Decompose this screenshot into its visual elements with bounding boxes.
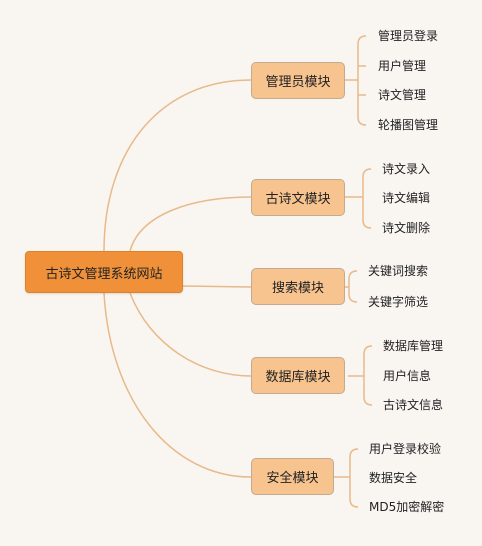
- link-root-module-4: [103, 292, 252, 478]
- leaf-database-2: 古诗文信息: [383, 398, 444, 412]
- leaf-poetry-1: 诗文编辑: [382, 191, 431, 205]
- module-node-admin: 管理员模块: [251, 62, 345, 99]
- root-node: 古诗文管理系统网站: [25, 251, 183, 293]
- leaf-security-0: 用户登录校验: [369, 442, 442, 456]
- leaf-security-2: MD5加密解密: [369, 500, 445, 514]
- leaf-poetry-0: 诗文录入: [382, 162, 431, 176]
- leaf-admin-3: 轮播图管理: [378, 118, 439, 132]
- leaf-database-1: 用户信息: [383, 369, 432, 383]
- link-root-module-0: [103, 79, 252, 252]
- leaf-admin-1: 用户管理: [378, 59, 427, 73]
- leaf-search-1: 关键字筛选: [368, 295, 429, 309]
- link-root-module-3: [129, 292, 252, 377]
- link-root-module-1: [129, 196, 252, 252]
- module-node-search: 搜索模块: [251, 268, 345, 305]
- module-node-poetry: 古诗文模块: [251, 179, 345, 216]
- module-node-database: 数据库模块: [251, 357, 345, 394]
- leaf-security-1: 数据安全: [369, 471, 418, 485]
- leaf-poetry-2: 诗文删除: [382, 221, 431, 235]
- link-root-module-2: [182, 285, 252, 288]
- module-node-security: 安全模块: [251, 458, 334, 495]
- leaf-database-0: 数据库管理: [383, 339, 444, 353]
- leaf-admin-2: 诗文管理: [378, 88, 427, 102]
- leaf-admin-0: 管理员登录: [378, 29, 439, 43]
- leaf-search-0: 关键词搜索: [368, 264, 429, 278]
